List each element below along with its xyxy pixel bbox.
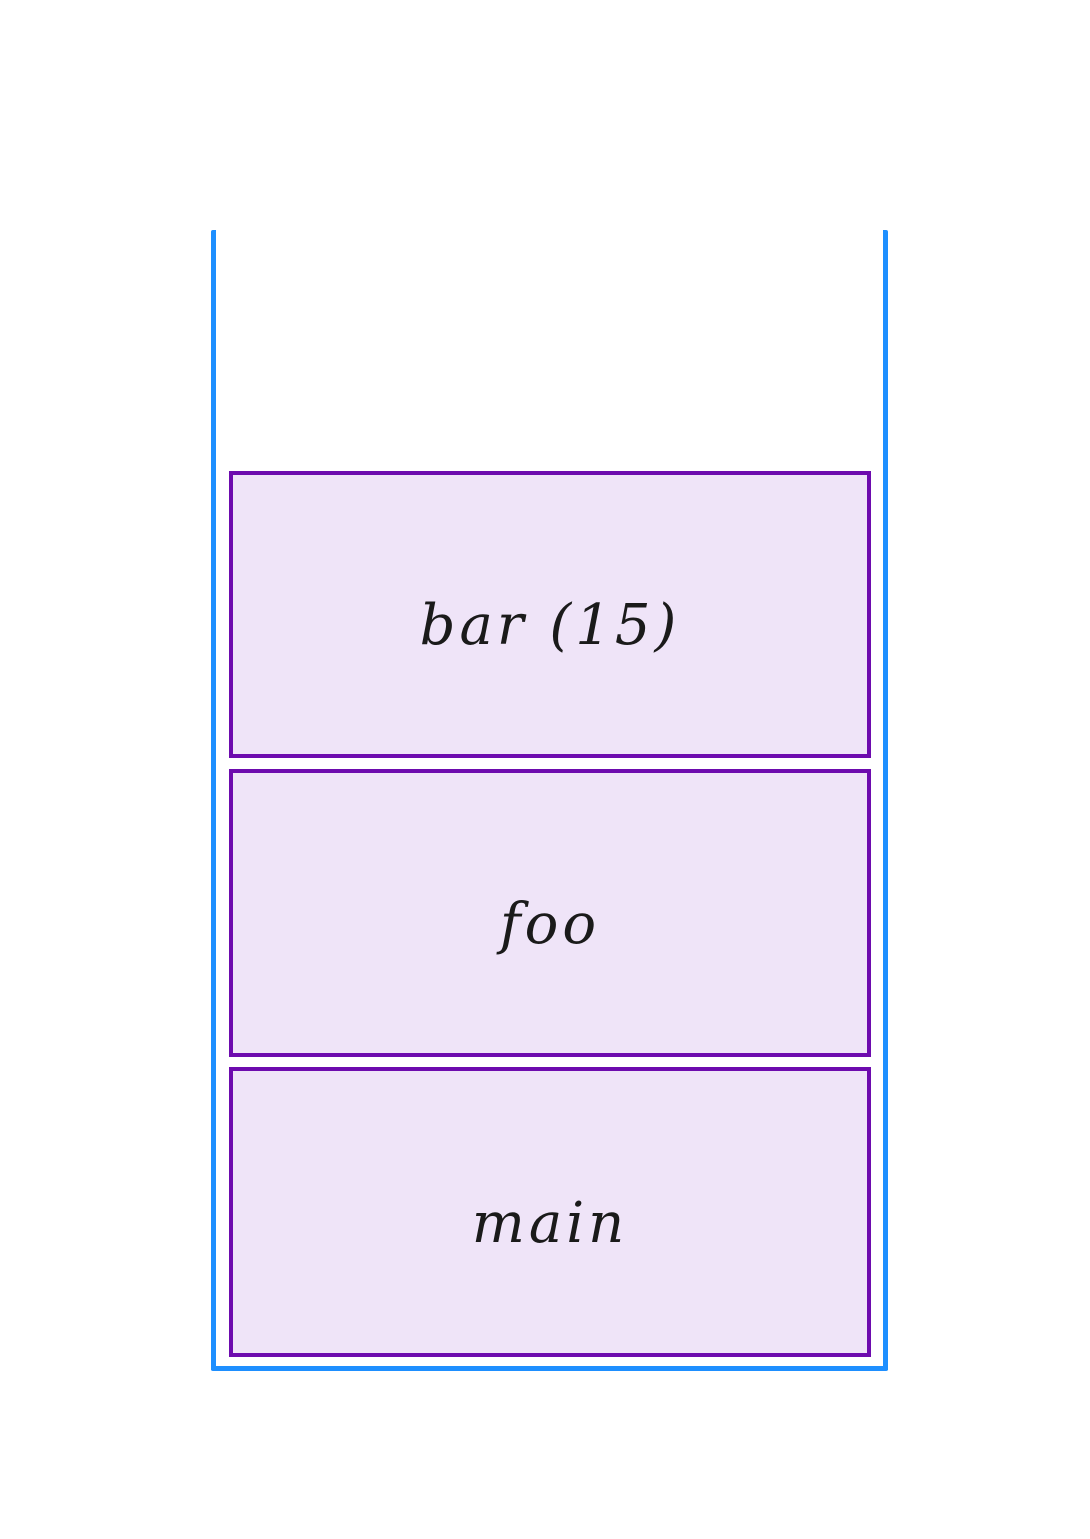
stack-frame-main-label: main [471, 1190, 629, 1256]
stack-frame-bar: bar (15) [229, 471, 871, 758]
stack-frame-foo-label: foo [499, 891, 601, 957]
stack-frame-foo: foo [229, 769, 871, 1057]
stack-frame-main: main [229, 1067, 871, 1357]
stack-frame-bar-label: bar (15) [419, 593, 681, 658]
call-stack-container: bar (15) foo main [211, 230, 888, 1371]
